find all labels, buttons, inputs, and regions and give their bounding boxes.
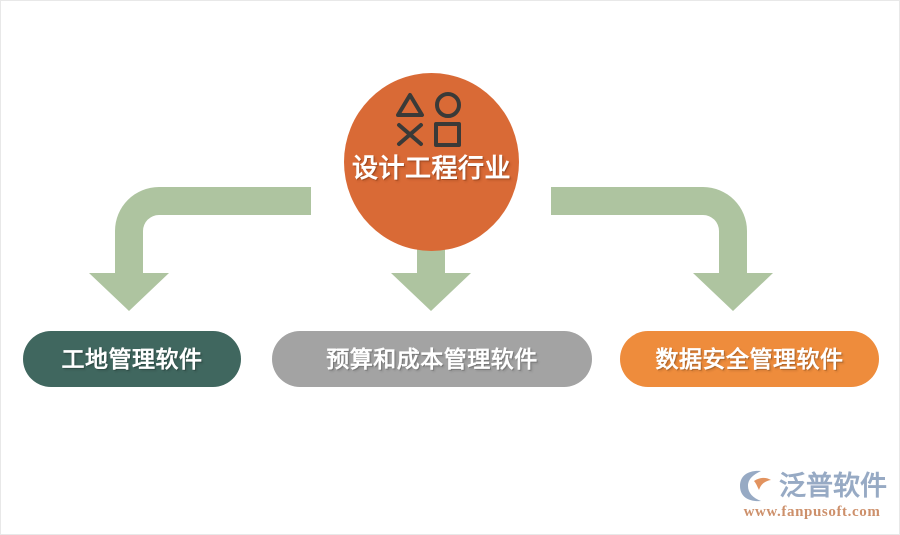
watermark-brand: 泛普软件 — [779, 470, 887, 501]
hub-label: 设计工程行业 — [351, 153, 511, 183]
cross-icon — [396, 123, 423, 146]
node-gongdi-guanli-ruanjian[interactable]: 工地管理软件 — [23, 331, 241, 387]
node-row: 工地管理软件 预算和成本管理软件 数据安全管理软件 — [1, 331, 899, 387]
node-label: 工地管理软件 — [61, 345, 203, 372]
arrow-left-elbow — [89, 187, 311, 311]
square-icon — [433, 122, 461, 147]
node-yusuan-chengben-guanli-ruanjian[interactable]: 预算和成本管理软件 — [272, 331, 592, 387]
watermark-url: www.fanpusoft.com — [743, 504, 881, 520]
arrow-center-straight — [391, 249, 471, 311]
node-label: 预算和成本管理软件 — [326, 345, 538, 372]
circle-icon — [434, 92, 461, 118]
fanpusoft-logo-icon — [740, 470, 771, 502]
node-label: 数据安全管理软件 — [655, 345, 844, 372]
node-shuju-anquan-guanli-ruanjian[interactable]: 数据安全管理软件 — [620, 331, 879, 387]
watermark-row: 泛普软件 — [737, 469, 887, 503]
four-shapes-icon — [395, 92, 461, 147]
triangle-icon — [395, 93, 424, 117]
arrow-right-elbow — [551, 187, 773, 311]
watermark: 泛普软件 www.fanpusoft.com — [737, 469, 887, 520]
hub-node[interactable]: 设计工程行业 — [344, 73, 519, 251]
